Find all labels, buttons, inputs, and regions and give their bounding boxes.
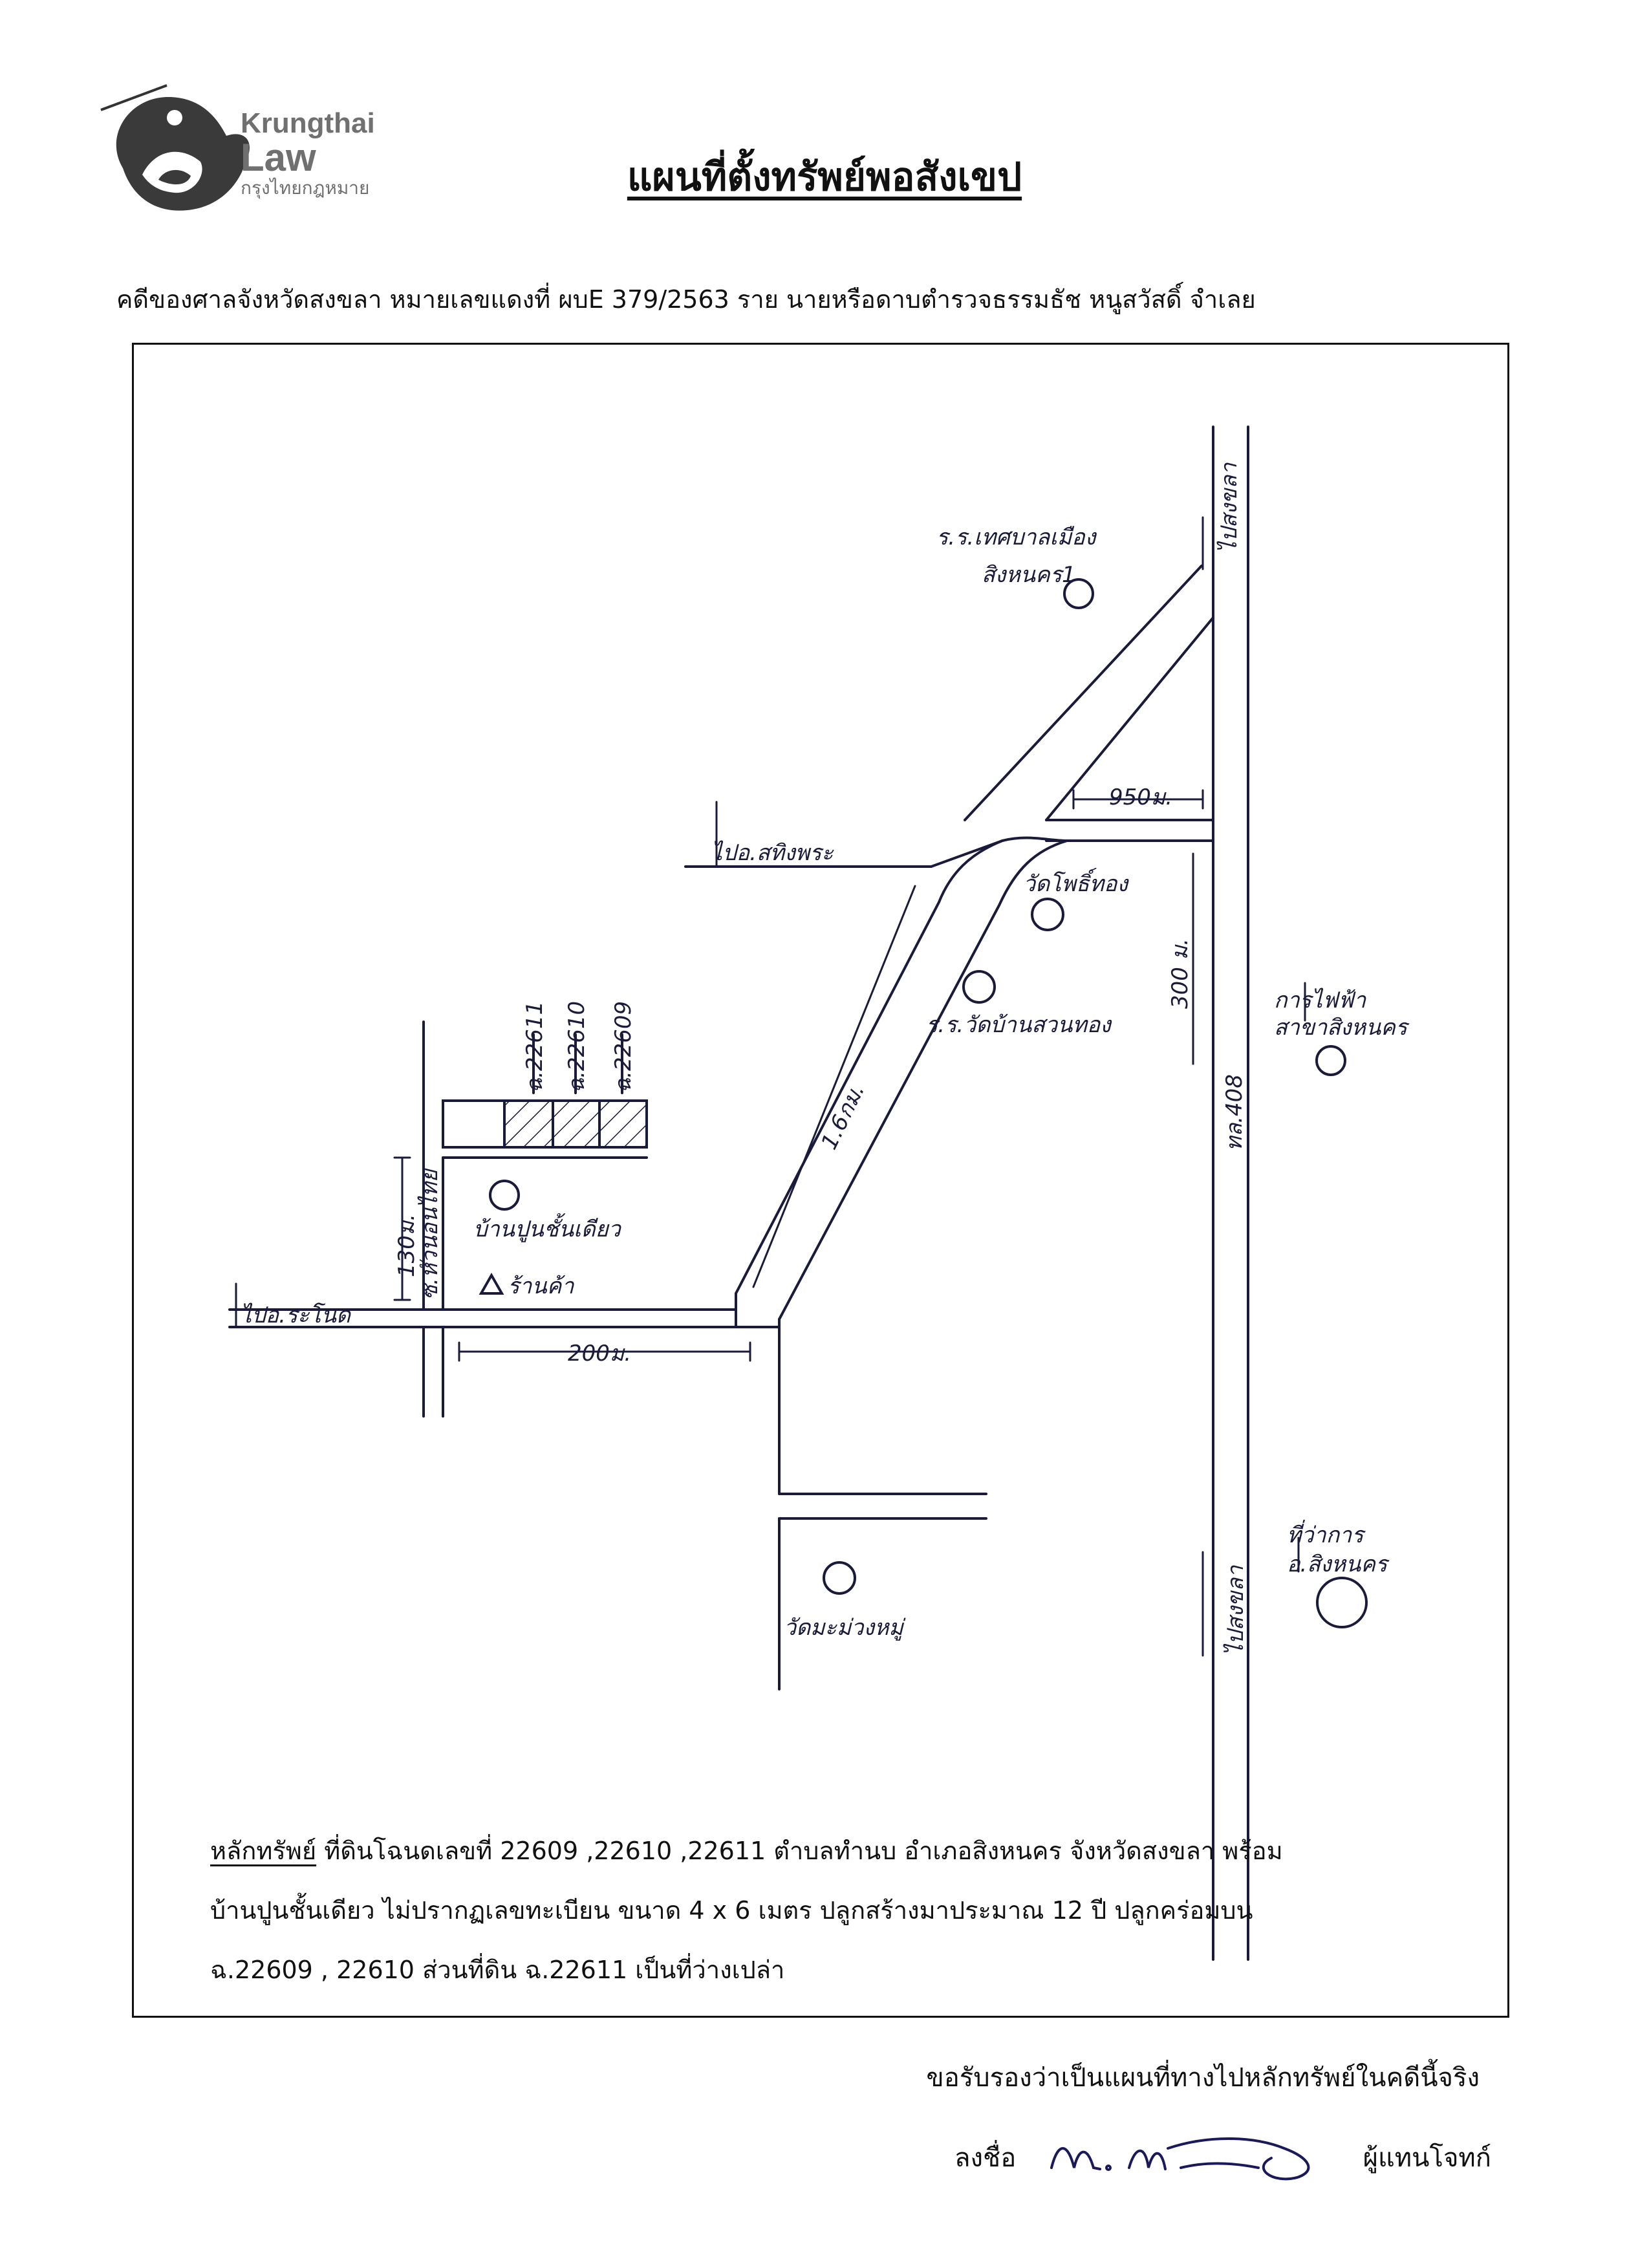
label-wat-pho-thong: วัดโพธิ์ทอง xyxy=(1023,867,1129,897)
school-wat-marker xyxy=(962,970,996,1004)
map-frame xyxy=(132,343,1509,2018)
label-school-wat: ร.ร.วัดบ้านสวนทอง xyxy=(926,1012,1112,1038)
logo-text: Krungthai Law กรุงไทยกฎหมาย xyxy=(241,109,375,199)
label-wat-bottom: วัดมะม่วงหมู่ xyxy=(784,1615,906,1641)
label-parcel-22610: ฉ.22610 xyxy=(564,1001,590,1093)
soi-road xyxy=(422,1021,648,1418)
signer-role: ผู้แทนโจทก์ xyxy=(1363,2143,1491,2173)
road-ranot xyxy=(228,1308,781,1328)
power-office-marker xyxy=(1315,1045,1346,1076)
certify-text: ขอรับรองว่าเป็นแผนที่ทางไปหลักทรัพย์ในคด… xyxy=(926,2063,1480,2093)
asset-label: หลักทรัพย์ xyxy=(210,1837,317,1865)
sign-label: ลงชื่อ xyxy=(954,2143,1017,2173)
label-school-top-2: สิงหนคร1 xyxy=(982,562,1076,588)
label-d200: 200ม. xyxy=(568,1341,631,1366)
label-parcel-22609: ฉ.22609 xyxy=(610,1001,636,1093)
house-marker xyxy=(489,1180,520,1211)
asset-line3: ฉ.22609 , 22610 ส่วนที่ดิน ฉ.22611 เป็นท… xyxy=(210,1956,785,1984)
garuda-logo-icon xyxy=(100,84,250,211)
asset-line1: ที่ดินโฉนดเลขที่ 22609 ,22610 ,22611 ตำบ… xyxy=(316,1837,1283,1865)
school-top-marker xyxy=(1063,578,1094,609)
label-soi: ซ.หัวนอนไทย xyxy=(417,1168,443,1300)
brand-line2: Law xyxy=(241,136,316,179)
label-power-1: การไฟฟ้า xyxy=(1274,988,1366,1013)
asset-line2: บ้านปูนชั้นเดียว ไม่ปรากฏเลขทะเบียน ขนาด… xyxy=(210,1896,1253,1925)
shop-marker xyxy=(479,1272,504,1295)
label-highway: ทล.408 xyxy=(1222,1074,1247,1151)
label-parcel-22611: ฉ.22611 xyxy=(522,1001,548,1093)
label-shop: ร้านค้า xyxy=(508,1273,574,1299)
label-power-2: สาขาสิงหนคร xyxy=(1274,1015,1410,1041)
wat-pho-thong-marker xyxy=(1031,898,1064,931)
highway-road xyxy=(1212,426,1249,1961)
label-house: บ้านปูนชั้นเดียว xyxy=(473,1213,622,1242)
signature-icon xyxy=(1050,2137,1310,2181)
case-line: คดีของศาลจังหวัดสงขลา หมายเลขแดงที่ ผบE … xyxy=(116,285,1256,314)
label-to-songkhla-bottom: ไปสงขลา xyxy=(1223,1565,1249,1656)
brand-line1: Krungthai xyxy=(241,107,375,139)
main-road-south xyxy=(735,839,1068,1690)
label-district-2: อ.สิงหนคร xyxy=(1287,1551,1390,1577)
label-d300: 300 ม. xyxy=(1167,938,1193,1009)
label-to-satingpra: ไปอ.สทิงพระ xyxy=(711,840,834,866)
district-office-marker xyxy=(1316,1577,1368,1628)
label-to-ranot: ไปอ.ระโนด xyxy=(241,1302,352,1328)
wat-bottom-marker xyxy=(823,1561,856,1595)
label-d950: 950ม. xyxy=(1109,784,1172,810)
brand-thai: กรุงไทยกฎหมาย xyxy=(241,178,370,198)
label-district-1: ที่ว่าการ xyxy=(1287,1520,1366,1548)
signature-block: ลงชื่อ ผู้แทนโจทก์ xyxy=(954,2122,1491,2194)
label-d130: 130ม. xyxy=(394,1214,420,1277)
dimension-lines xyxy=(393,789,1204,1362)
label-to-songkhla-top: ไปสงขลา xyxy=(1216,462,1242,553)
parcels xyxy=(442,1033,648,1149)
label-d16: 1.6กม. xyxy=(816,1079,870,1154)
direction-flags xyxy=(235,516,1306,1657)
label-school-top-1: ร.ร.เทศบาลเมือง xyxy=(936,524,1097,550)
asset-description: หลักทรัพย์ ที่ดินโฉนดเลขที่ 22609 ,22610… xyxy=(210,1821,1497,2000)
page-title: แผนที่ตั้งทรัพย์พอสังเขป xyxy=(627,155,1022,200)
